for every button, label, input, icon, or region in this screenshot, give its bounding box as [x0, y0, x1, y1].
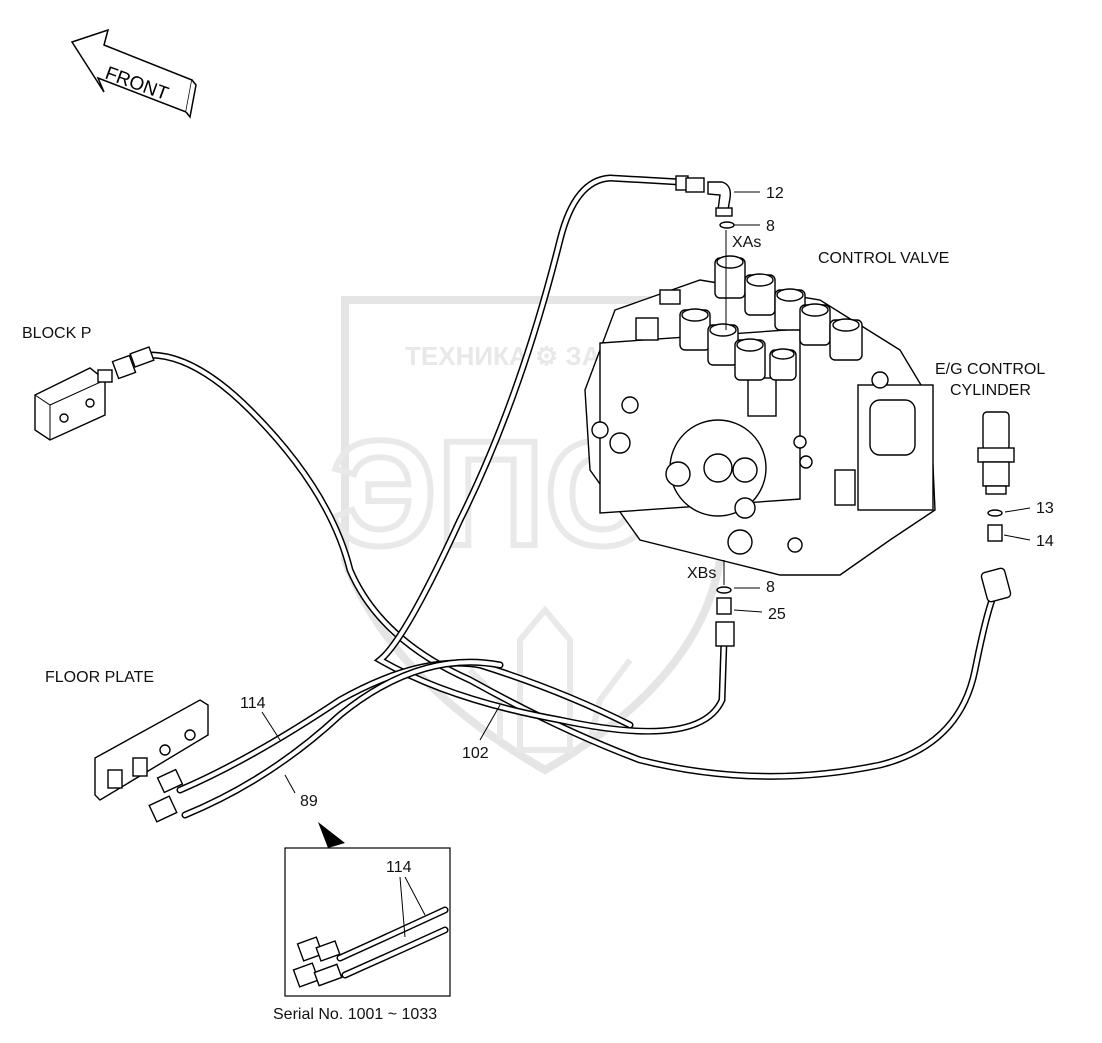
- part-number-8-top: 8: [766, 218, 775, 235]
- label-block-p: BLOCK P: [22, 325, 91, 342]
- front-arrow: FRONT: [70, 28, 197, 119]
- control-valve: [584, 255, 936, 576]
- part-number-13: 13: [1036, 500, 1054, 517]
- label-port-xbs: XBs: [687, 565, 716, 582]
- eg-control-cylinder: [977, 411, 1031, 603]
- label-control-valve: CONTROL VALVE: [818, 250, 949, 267]
- label-port-xas: XAs: [732, 234, 761, 251]
- part-number-14: 14: [1036, 533, 1054, 550]
- part-number-89: 89: [300, 793, 318, 810]
- hose-block-p: [146, 351, 996, 780]
- part-number-25: 25: [768, 606, 786, 623]
- inset-detail: [284, 847, 451, 997]
- label-eg-control-line1: E/G CONTROL: [935, 361, 1045, 378]
- part-number-12: 12: [766, 185, 784, 202]
- part-number-114-inset: 114: [386, 859, 412, 876]
- detail-arrow: [318, 822, 345, 848]
- part-number-8-bottom: 8: [766, 579, 775, 596]
- hose-102: [373, 174, 728, 735]
- label-floor-plate: FLOOR PLATE: [45, 669, 154, 686]
- part-number-114: 114: [240, 695, 266, 712]
- block-p: [34, 346, 155, 441]
- spool-caps: [679, 255, 863, 381]
- hose-89: [181, 658, 504, 819]
- inset-caption: Serial No. 1001 ~ 1033: [273, 1006, 437, 1023]
- floor-plate: [94, 699, 209, 823]
- part-number-102: 102: [462, 745, 489, 762]
- label-eg-control-line2: CYLINDER: [950, 382, 1031, 399]
- fitting-xbs: [715, 560, 763, 647]
- fitting-xas: [675, 175, 760, 330]
